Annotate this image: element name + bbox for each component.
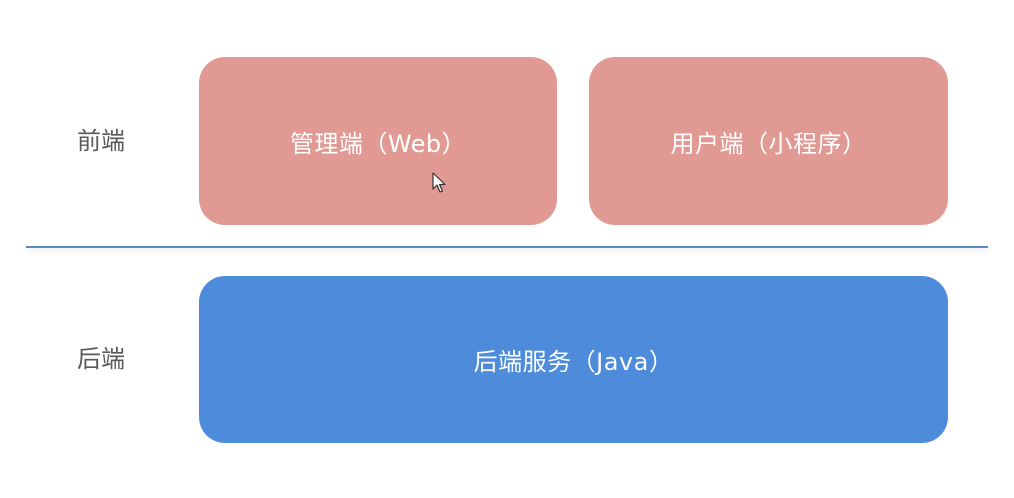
mouse-pointer-icon (432, 172, 446, 193)
layer-divider (26, 246, 988, 248)
frontend-row-label: 前端 (77, 127, 125, 155)
backend-row-label: 后端 (77, 345, 125, 373)
user-miniprogram-box: 用户端（小程序） (589, 57, 948, 225)
backend-service-box: 后端服务（Java） (199, 276, 948, 443)
admin-web-box: 管理端（Web） (199, 57, 557, 225)
backend-service-label: 后端服务（Java） (473, 348, 674, 376)
user-miniprogram-label: 用户端（小程序） (670, 129, 867, 158)
admin-web-label: 管理端（Web） (289, 129, 467, 158)
